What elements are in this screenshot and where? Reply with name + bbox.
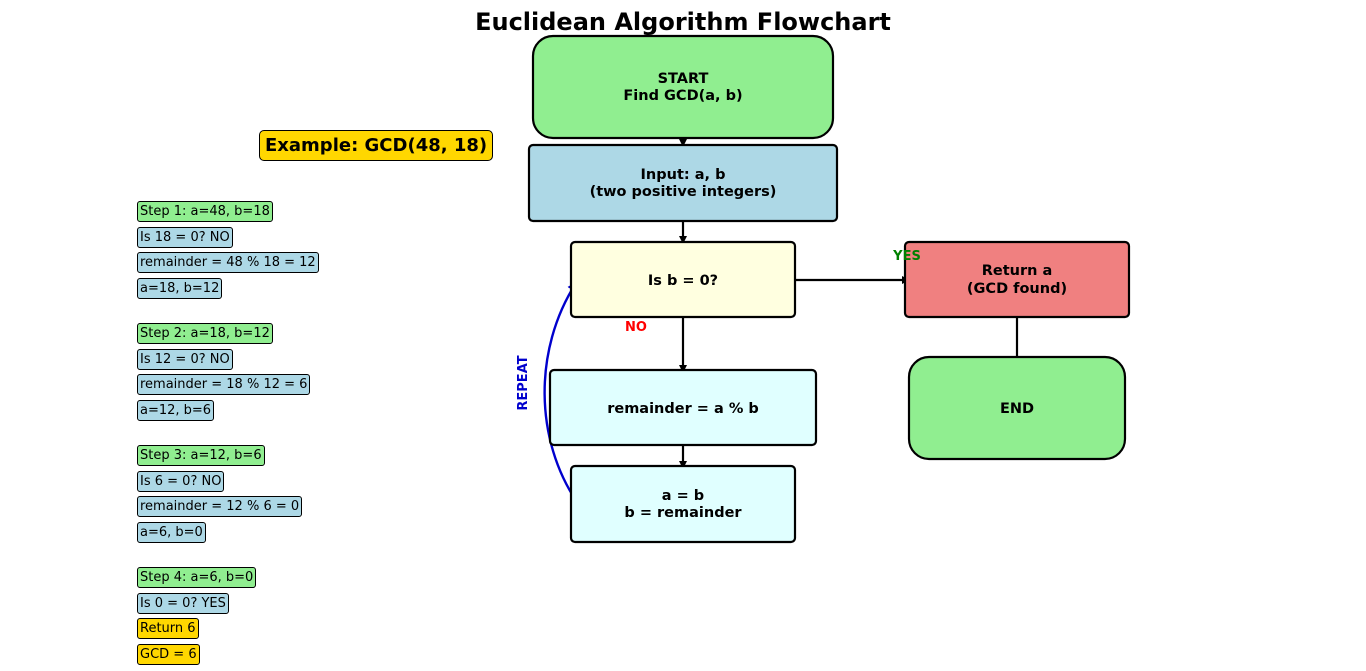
gcd-result: GCD = 6 (137, 644, 200, 665)
return-node: Return a (GCD found) (903, 240, 1131, 319)
input-node: Input: a, b (two positive integers) (527, 143, 839, 223)
assign-node: a = b b = remainder (569, 464, 797, 544)
step-3-header: Step 3: a=12, b=6 (137, 445, 265, 466)
step-4-return: Return 6 (137, 618, 199, 639)
end-box (907, 355, 1127, 461)
return-line-2: (GCD found) (967, 281, 1067, 297)
step-1-check: Is 18 = 0? NO (137, 227, 233, 248)
input-line-1: Input: a, b (641, 167, 726, 183)
remainder-text: remainder = a % b (607, 401, 759, 417)
example-label: Example: GCD(48, 18) (259, 130, 494, 161)
return-box (903, 240, 1131, 319)
repeat-loop-arrow (543, 281, 578, 503)
step-2-remainder: remainder = 18 % 12 = 6 (137, 374, 311, 395)
step-2-header: Step 2: a=18, b=12 (137, 323, 273, 344)
step-1-assign: a=18, b=12 (137, 278, 223, 299)
decision-box (569, 240, 797, 319)
yes-label: YES (892, 249, 921, 264)
step-2-check: Is 12 = 0? NO (137, 349, 233, 370)
assign-line-1: a = b (662, 488, 704, 504)
decision-text: Is b = 0? (648, 273, 718, 289)
step-3-remainder: remainder = 12 % 6 = 0 (137, 496, 303, 517)
step-2-assign: a=12, b=6 (137, 400, 215, 421)
step-1-header: Step 1: a=48, b=18 (137, 201, 273, 222)
return-line-1: Return a (982, 263, 1053, 279)
start-node: START Find GCD(a, b) (531, 34, 835, 140)
remainder-node: remainder = a % b (548, 368, 818, 447)
no-label: NO (625, 320, 647, 335)
end-node: END (907, 355, 1127, 461)
step-3-check: Is 6 = 0? NO (137, 471, 225, 492)
remainder-box (548, 368, 818, 447)
start-box (531, 34, 835, 140)
input-box (527, 143, 839, 223)
step-4-check: Is 0 = 0? YES (137, 593, 229, 614)
step-4-header: Step 4: a=6, b=0 (137, 567, 257, 588)
diagram-title: Euclidean Algorithm Flowchart (475, 8, 891, 36)
end-text: END (1000, 401, 1034, 417)
decision-node: Is b = 0? (569, 240, 797, 319)
step-3-assign: a=6, b=0 (137, 522, 206, 543)
repeat-label: REPEAT (516, 355, 531, 410)
start-line-2: Find GCD(a, b) (623, 88, 742, 104)
start-line-1: START (658, 71, 709, 87)
step-1-remainder: remainder = 48 % 18 = 12 (137, 252, 319, 273)
input-line-2: (two positive integers) (590, 184, 777, 200)
assign-line-2: b = remainder (624, 505, 742, 521)
assign-box (569, 464, 797, 544)
